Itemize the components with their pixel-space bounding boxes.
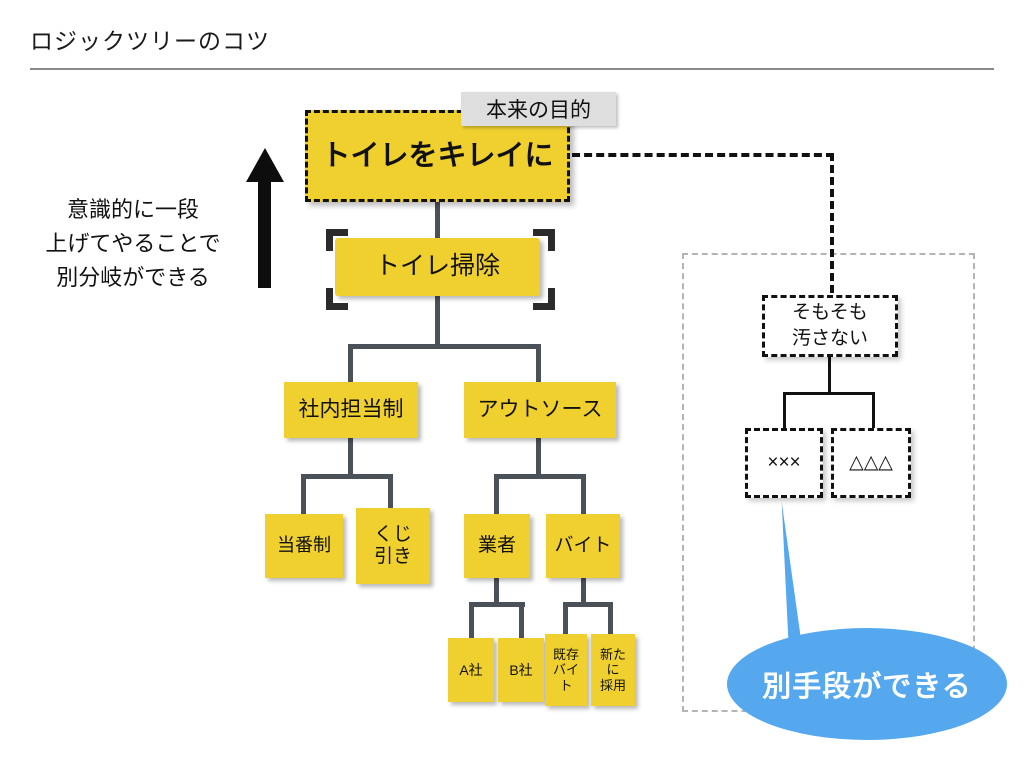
node-vendor[interactable]: 業者 bbox=[464, 514, 530, 578]
node-new-hire[interactable]: 新た に 採用 bbox=[591, 634, 635, 706]
connector-to-inhouse bbox=[348, 344, 353, 384]
up-arrow-icon bbox=[246, 148, 284, 182]
connector-to-outsource bbox=[536, 344, 541, 384]
connector-to-existing-parttime bbox=[563, 602, 568, 636]
title-divider bbox=[30, 68, 994, 70]
connector-nodirty-bar bbox=[783, 392, 875, 395]
connector-vendor-bar bbox=[469, 602, 525, 607]
connector-inhouse-bar bbox=[301, 474, 393, 479]
connector-to-company-a bbox=[469, 602, 474, 640]
connector-outsource-bar bbox=[494, 474, 586, 479]
node-existing-part-timer[interactable]: 既存 バイ ト bbox=[545, 634, 587, 706]
connector-to-parttime bbox=[581, 474, 586, 516]
node-company-a[interactable]: A社 bbox=[448, 638, 494, 702]
connector-to-company-b bbox=[519, 602, 524, 640]
selection-handle-bottom-right[interactable] bbox=[533, 288, 555, 310]
connector-to-xxx bbox=[783, 392, 786, 430]
connector-to-triangles bbox=[872, 392, 875, 430]
connector-root-to-clean bbox=[435, 200, 440, 240]
connector-inhouse-stem bbox=[348, 436, 353, 478]
connector-to-duty bbox=[301, 474, 306, 516]
connector-clean-stem bbox=[435, 294, 440, 348]
node-placeholder-triangles[interactable]: △△△ bbox=[831, 428, 911, 498]
label-original-purpose: 本来の目的 bbox=[461, 92, 616, 126]
node-lottery-draw[interactable]: くじ 引き bbox=[356, 508, 430, 584]
left-annotation-text: 意識的に一段 上げてやることで 別分岐ができる bbox=[45, 197, 221, 291]
connector-nodirty-stem bbox=[828, 357, 831, 395]
node-do-not-dirty[interactable]: そもそも 汚さない bbox=[762, 295, 898, 357]
node-placeholder-xxx[interactable]: ××× bbox=[745, 428, 823, 498]
connector-outsource-stem bbox=[536, 436, 541, 478]
connector-to-new-hire bbox=[608, 602, 613, 636]
connector-clean-bar bbox=[348, 344, 540, 349]
connector-to-lottery bbox=[388, 474, 393, 510]
page-title: ロジックツリーのコツ bbox=[30, 28, 270, 54]
dashed-link-horizontal bbox=[572, 153, 834, 157]
connector-to-vendor bbox=[494, 474, 499, 516]
node-inhouse-duty-system[interactable]: 社内担当制 bbox=[284, 382, 418, 438]
node-outsource[interactable]: アウトソース bbox=[464, 382, 616, 438]
node-company-b[interactable]: B社 bbox=[498, 638, 544, 702]
connector-vendor-stem bbox=[494, 576, 499, 606]
node-rotation-duty[interactable]: 当番制 bbox=[265, 514, 343, 578]
selection-handle-top-right[interactable] bbox=[533, 229, 555, 251]
up-arrow-shaft-icon bbox=[258, 178, 271, 288]
node-part-timer[interactable]: バイト bbox=[546, 514, 620, 578]
node-toilet-cleaning[interactable]: トイレ掃除 bbox=[335, 238, 540, 296]
callout-alternative-means[interactable]: 別手段ができる bbox=[727, 628, 1007, 740]
dashed-link-vertical bbox=[830, 153, 834, 305]
connector-parttime-stem bbox=[581, 576, 586, 606]
selection-handle-top-left[interactable] bbox=[326, 229, 348, 251]
selection-handle-bottom-left[interactable] bbox=[326, 288, 348, 310]
connector-parttime-bar bbox=[563, 602, 613, 607]
